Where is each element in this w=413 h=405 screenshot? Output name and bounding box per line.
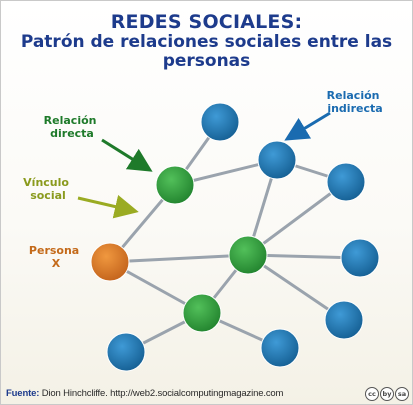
label-person: Persona X (29, 244, 83, 270)
node-blue (260, 328, 300, 368)
sa-icon: sa (395, 387, 409, 401)
arrow-bond (77, 194, 139, 219)
node-blue (340, 238, 380, 278)
label-indirect: Relación indirecta (327, 89, 384, 115)
title-line-3: personas (162, 51, 251, 71)
source-footer: Fuente: Dion Hinchcliffe. http://web2.so… (6, 388, 283, 399)
node-blue (326, 162, 366, 202)
node-green (182, 293, 222, 333)
arrow-direct (101, 138, 153, 172)
label-bond: Vínculo social (23, 176, 73, 202)
source-label: Fuente: (6, 388, 40, 399)
node-green (228, 235, 268, 275)
node-blue (257, 140, 297, 180)
cc-icon: cc (365, 387, 379, 401)
edge (246, 180, 348, 257)
title-line-2: Patrón de relaciones sociales entre las (20, 32, 393, 52)
node-blue (106, 332, 146, 372)
edges (108, 120, 362, 354)
node-person-x (90, 242, 130, 282)
edge (108, 253, 250, 264)
by-icon: by (380, 387, 394, 401)
node-blue (200, 102, 240, 142)
nodes (90, 102, 380, 372)
title-line-1: REDES SOCIALES: (110, 11, 303, 33)
source-text: Dion Hinchcliffe. http://web2.socialcomp… (39, 388, 284, 399)
node-green (155, 165, 195, 205)
label-direct: Relación directa (44, 114, 101, 140)
arrow-indirect (284, 111, 331, 141)
node-blue (324, 300, 364, 340)
